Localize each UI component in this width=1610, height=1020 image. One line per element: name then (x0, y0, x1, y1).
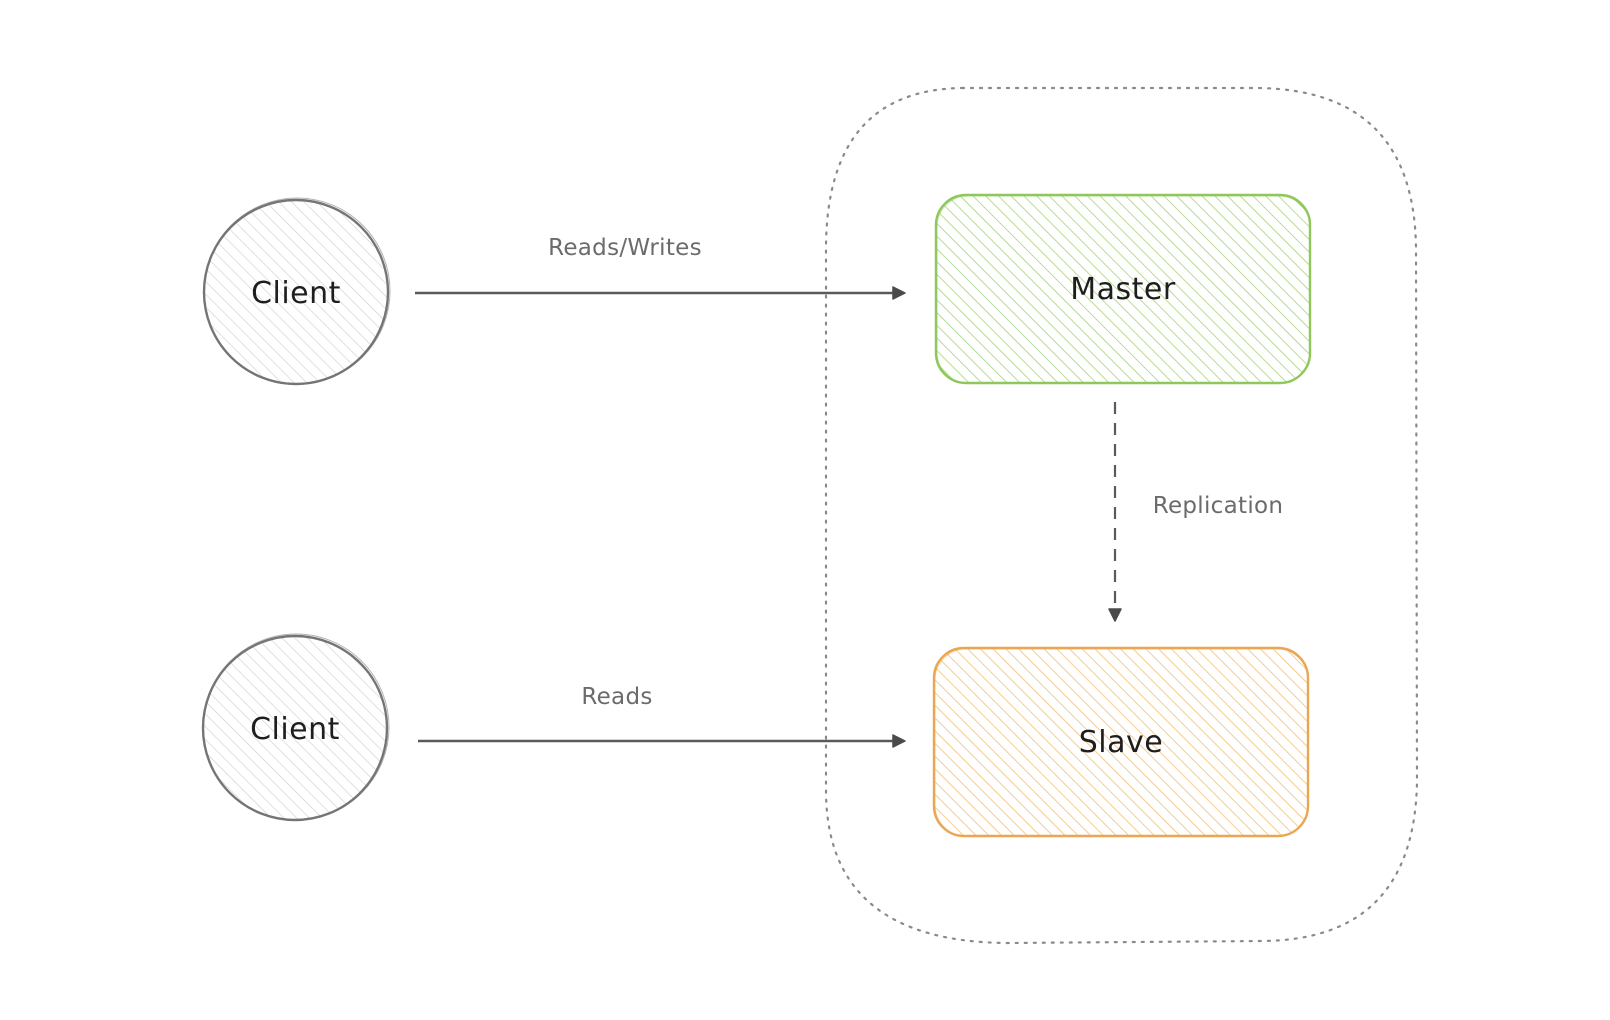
replication-label: Replication (1153, 493, 1284, 519)
slave-label: Slave (1079, 725, 1163, 760)
reads-writes-label: Reads/Writes (548, 235, 702, 261)
client-bottom-label: Client (250, 712, 340, 747)
master-node[interactable]: Master (934, 193, 1312, 385)
slave-node[interactable]: Slave (932, 646, 1310, 838)
reads-edge[interactable]: Reads (418, 684, 906, 748)
reads-label: Reads (581, 684, 652, 710)
client-node-top[interactable]: Client (202, 197, 391, 386)
client-node-bottom[interactable]: Client (201, 633, 390, 822)
cluster-boundary (824, 86, 1419, 945)
master-label: Master (1070, 272, 1176, 307)
reads-writes-edge[interactable]: Reads/Writes (415, 235, 906, 300)
replication-edge[interactable]: Replication (1108, 402, 1284, 622)
client-top-label: Client (251, 276, 341, 311)
